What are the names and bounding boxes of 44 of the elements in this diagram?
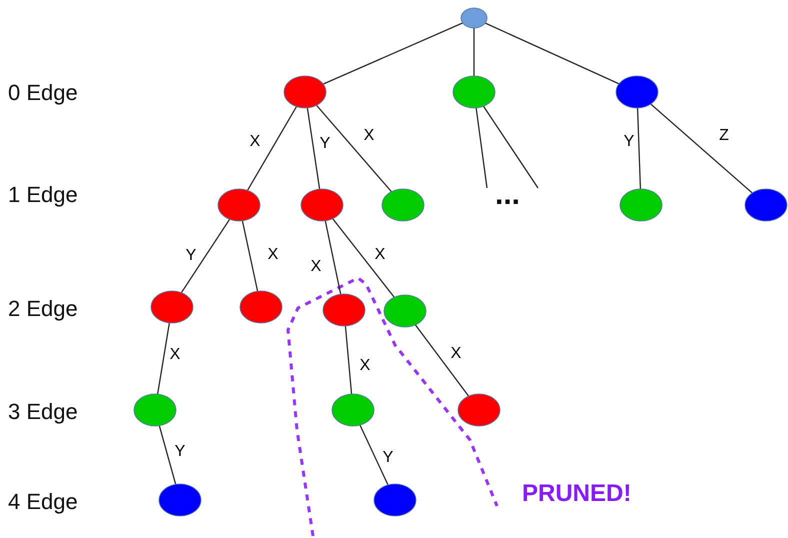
tree-edge bbox=[242, 220, 258, 292]
tree-node bbox=[217, 188, 261, 222]
tree-edge bbox=[484, 22, 620, 84]
tree-edge bbox=[306, 108, 320, 190]
tree-node bbox=[744, 188, 788, 222]
tree-node bbox=[373, 483, 417, 517]
tree-edge bbox=[344, 326, 352, 394]
tree-edge bbox=[322, 22, 463, 85]
tree-edge bbox=[476, 108, 488, 188]
tree-node bbox=[331, 393, 375, 427]
tree-node bbox=[158, 483, 202, 517]
level-label: 4 Edge bbox=[8, 489, 78, 515]
tree-edge bbox=[316, 104, 392, 192]
level-label: 0 Edge bbox=[8, 80, 78, 106]
tree-node bbox=[239, 290, 283, 324]
tree-edge bbox=[157, 322, 170, 394]
tree-edge bbox=[473, 28, 475, 76]
tree-edge bbox=[360, 424, 388, 486]
tree-edge bbox=[324, 220, 342, 294]
tree-node bbox=[383, 294, 427, 328]
tree-node bbox=[300, 188, 344, 222]
tree-node bbox=[615, 75, 659, 109]
tree-node bbox=[381, 188, 425, 222]
tree-edge bbox=[332, 218, 395, 298]
level-label: 3 Edge bbox=[8, 399, 78, 425]
tree-node bbox=[452, 75, 496, 109]
tree-edge bbox=[247, 106, 297, 191]
tree-node bbox=[150, 290, 194, 324]
tree-node bbox=[619, 188, 663, 222]
ellipsis-text: ... bbox=[495, 178, 520, 212]
level-label: 2 Edge bbox=[8, 296, 78, 322]
tree-edge bbox=[158, 426, 176, 484]
tree-node bbox=[460, 7, 488, 29]
tree-node bbox=[457, 393, 501, 427]
tree-edge bbox=[483, 106, 538, 188]
tree-node bbox=[133, 393, 177, 427]
tree-edge bbox=[650, 104, 753, 194]
tree-node bbox=[322, 293, 366, 327]
pruned-note: PRUNED! bbox=[522, 480, 632, 508]
tree-edge bbox=[180, 218, 230, 294]
tree-edge bbox=[636, 108, 642, 190]
tree-edge bbox=[414, 324, 470, 396]
level-label: 1 Edge bbox=[8, 182, 78, 208]
tree-node bbox=[283, 75, 327, 109]
